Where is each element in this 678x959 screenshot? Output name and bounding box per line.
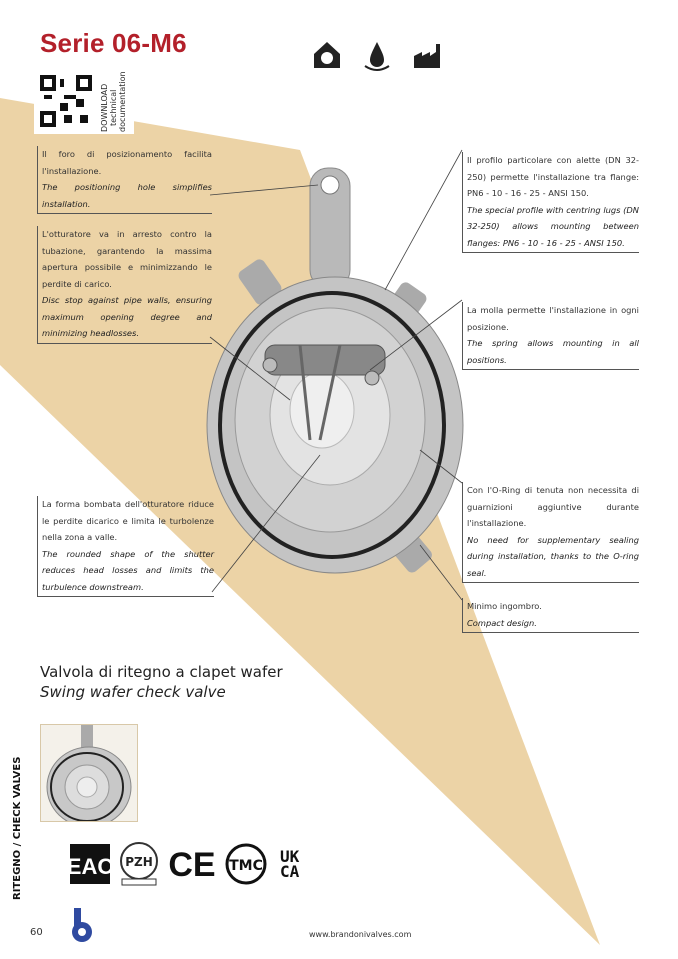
- note-en: The spring allows mounting in all positi…: [467, 338, 639, 365]
- ukca-mark: UKCA: [280, 847, 300, 881]
- svg-text:TMC: TMC: [229, 858, 263, 874]
- qr-label-line: documentation: [118, 71, 127, 132]
- note-en: The positioning hole simplifies installa…: [42, 182, 212, 209]
- svg-text:PZH: PZH: [125, 855, 153, 869]
- page-title: Serie 06-M6: [40, 28, 187, 58]
- download-label: DOWNLOAD technical documentation: [100, 68, 127, 132]
- feature-note: Minimo ingombro. Compact design.: [462, 598, 639, 633]
- svg-text:CE: CE: [168, 846, 215, 882]
- certifications: EAC PZH CE TMC UKCA: [70, 842, 300, 886]
- qr-code[interactable]: [40, 75, 92, 127]
- page-number: 60: [30, 927, 43, 938]
- note-it: Minimo ingombro.: [467, 601, 542, 611]
- feature-note: L'otturatore va in arresto contro la tub…: [37, 226, 212, 344]
- valve-thumbnail-image: [46, 725, 132, 821]
- note-it: Con l'O-Ring di tenuta non necessita di …: [467, 485, 639, 528]
- note-it: La molla permette l'installazione in ogn…: [467, 305, 639, 332]
- note-en: Compact design.: [467, 617, 537, 628]
- pzh-mark-icon: PZH: [120, 842, 158, 886]
- tmc-mark-icon: TMC: [225, 843, 267, 885]
- website-link[interactable]: www.brandonivalves.com: [309, 930, 412, 939]
- feature-note: Il profilo particolare con alette (DN 32…: [462, 152, 639, 253]
- qr-label-line: technical: [109, 89, 118, 126]
- qr-label-line: DOWNLOAD: [100, 83, 109, 132]
- product-name-it: Valvola di ritegno a clapet wafer: [40, 663, 283, 681]
- application-icons: [312, 40, 444, 72]
- ce-mark-icon: CE: [168, 846, 215, 882]
- feature-note: Il foro di posizionamento facilita l'ins…: [37, 146, 212, 214]
- note-en: The rounded shape of the shutter reduces…: [42, 548, 214, 592]
- note-it: La forma bombata dell'otturatore riduce …: [42, 499, 214, 542]
- indoor-climate-icon: [314, 42, 340, 68]
- brandoni-logo: [72, 908, 92, 942]
- note-en: The special profile with centring lugs (…: [467, 204, 639, 248]
- product-name-en: Swing wafer check valve: [40, 683, 226, 701]
- svg-text:EAC: EAC: [70, 854, 110, 879]
- industry-icon: [414, 44, 440, 68]
- note-it: Il profilo particolare con alette (DN 32…: [467, 155, 639, 198]
- product-thumbnail[interactable]: [40, 724, 138, 822]
- note-it: L'otturatore va in arresto contro la tub…: [42, 229, 212, 289]
- section-label: RITEGNO / CHECK VALVES: [12, 756, 23, 900]
- leader-lines: [209, 149, 463, 601]
- note-it: Il foro di posizionamento facilita l'ins…: [42, 149, 212, 176]
- feature-note: La forma bombata dell'otturatore riduce …: [37, 496, 214, 597]
- note-en: No need for supplementary sealing during…: [467, 534, 639, 578]
- note-en: Disc stop against pipe walls, ensuring m…: [42, 295, 212, 338]
- feature-note: Con l'O-Ring di tenuta non necessita di …: [462, 482, 639, 583]
- eac-mark-icon: EAC: [70, 844, 110, 884]
- valve-image: [206, 167, 464, 574]
- feature-note: La molla permette l'installazione in ogn…: [462, 302, 639, 370]
- water-drop-icon: [364, 42, 390, 71]
